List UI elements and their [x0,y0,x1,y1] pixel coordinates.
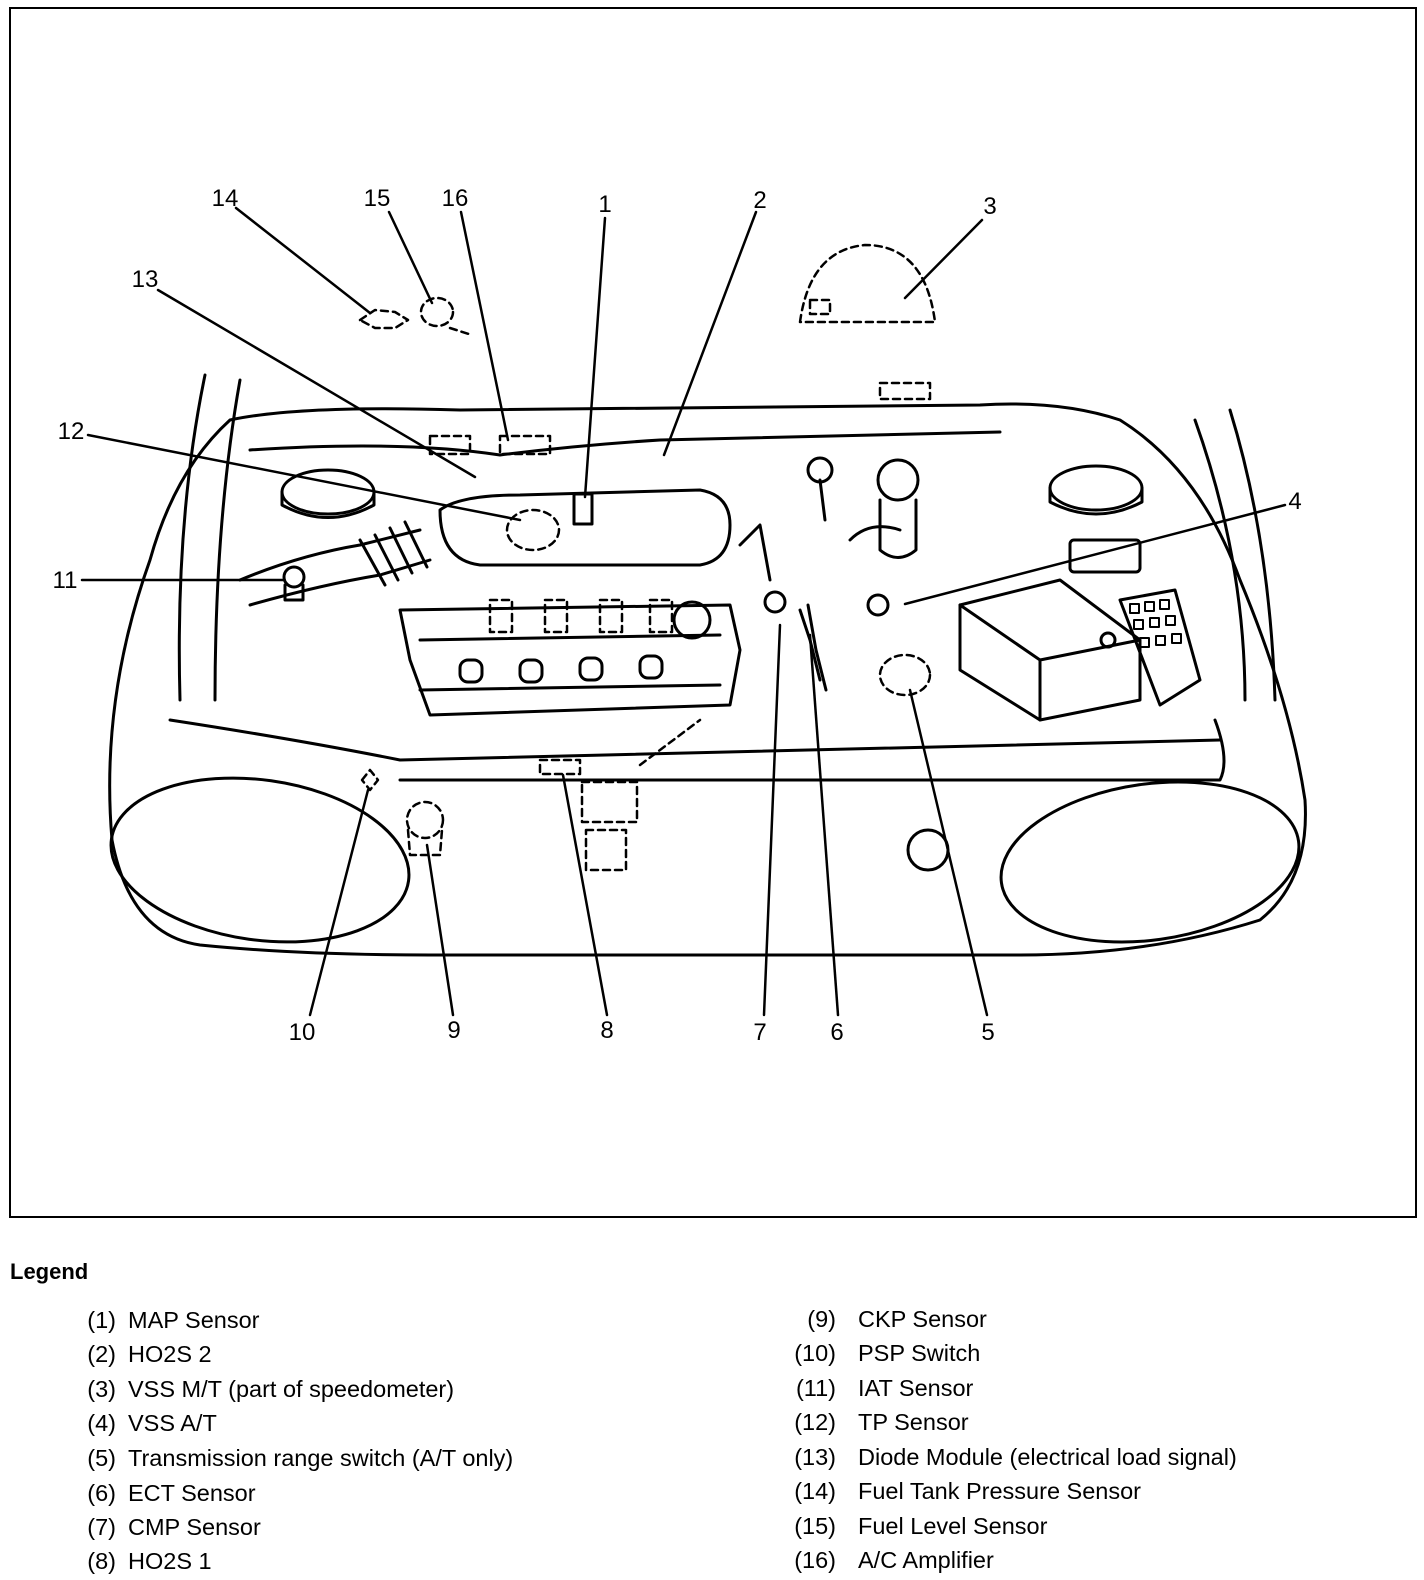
legend-number: (12) [794,1409,836,1435]
legend-text: Fuel Tank Pressure Sensor [858,1478,1142,1504]
legend-text: VSS M/T (part of speedometer) [128,1376,455,1402]
legend-number: (1) [87,1307,116,1333]
callout-10: 10 [288,1019,316,1046]
legend-text: CKP Sensor [858,1306,987,1332]
legend-number: (4) [87,1410,116,1436]
callout-3: 3 [983,193,997,220]
left-headlight [109,776,411,944]
intake-manifold [438,488,732,567]
engine-block [398,603,742,717]
legend-text: TP Sensor [858,1409,969,1435]
callout-14: 14 [211,185,239,212]
legend-text: ECT Sensor [128,1480,256,1506]
legend-text: HO2S 1 [128,1548,212,1574]
diagram-frame [9,7,1417,1218]
engine-bay-drawing [80,206,1307,1017]
legend-text: MAP Sensor [128,1307,260,1333]
legend-number: (13) [794,1444,836,1470]
air-intake-duct [238,528,432,607]
callout-5: 5 [981,1019,995,1046]
legend-number: (9) [807,1306,836,1332]
callout-4: 4 [1288,488,1302,515]
callout-7: 7 [753,1019,767,1046]
legend-number: (16) [794,1547,836,1573]
legend-text: Diode Module (electrical load signal) [858,1444,1237,1470]
legend-text: IAT Sensor [858,1375,974,1401]
legend-number: (14) [794,1478,836,1504]
iat-sensor [282,565,306,589]
legend-text: PSP Switch [858,1340,981,1366]
legend-text: CMP Sensor [128,1514,261,1540]
battery [958,578,1142,722]
legend-number: (11) [795,1375,836,1401]
callout-8: 8 [600,1017,614,1044]
callout-6: 6 [830,1019,844,1046]
callout-1: 1 [598,191,612,218]
legend-number: (5) [87,1445,116,1471]
legend-number: (3) [87,1376,116,1402]
legend-title: Legend [10,1259,89,1284]
oil-cap [672,600,712,640]
callout-12: 12 [57,418,85,445]
map-sensor [572,492,594,526]
callout-16: 16 [441,185,469,212]
legend-text: HO2S 2 [128,1341,212,1367]
fuse-box [1118,588,1202,707]
callout-15: 15 [363,185,391,212]
legend-text: VSS A/T [128,1410,217,1436]
legend-text: Transmission range switch (A/T only) [128,1445,514,1471]
brake-reservoir [876,458,920,502]
right-strut-tower [1048,464,1144,512]
legend-number: (10) [794,1340,836,1366]
callout-11: 11 [52,567,78,594]
legend-text: Fuel Level Sensor [858,1513,1048,1539]
legend-number: (8) [87,1548,116,1574]
legend-number: (15) [794,1513,836,1539]
legend-text: A/C Amplifier [858,1547,994,1573]
callout-2: 2 [753,187,767,214]
right-headlight [999,780,1301,944]
legend-number: (7) [87,1514,116,1540]
callout-13: 13 [131,266,159,293]
car-body-outline [108,402,1307,957]
legend-number: (6) [87,1480,116,1506]
callout-9: 9 [447,1017,461,1044]
legend-number: (2) [87,1341,116,1367]
